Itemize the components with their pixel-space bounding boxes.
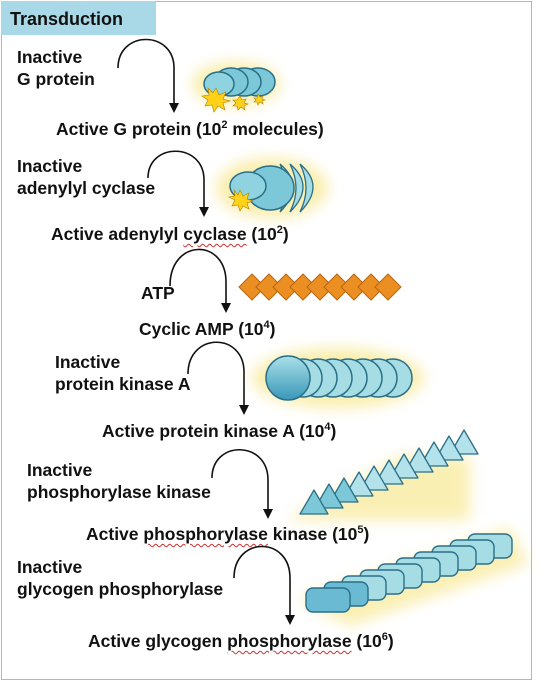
kinase-triangle xyxy=(374,459,404,485)
label-text: (10 xyxy=(351,631,382,651)
protein-kinase-a-icon xyxy=(252,348,424,408)
label-line: phosphorylase kinase xyxy=(27,482,211,502)
label-text: ) xyxy=(330,421,337,441)
label-text: Active G protein (10 xyxy=(56,119,222,139)
arrow-3 xyxy=(169,248,231,313)
label-line: Inactive xyxy=(17,156,83,176)
arrow-5 xyxy=(211,448,273,519)
spellcheck-word: phosphorylase xyxy=(227,631,352,651)
kinase-triangle xyxy=(314,483,344,509)
label-text: Active adenylyl xyxy=(51,224,184,244)
label-line: adenylyl cyclase xyxy=(17,178,156,198)
kinase-triangle xyxy=(359,465,389,491)
label-text: Cyclic AMP (10 xyxy=(139,319,264,339)
kinase-triangle xyxy=(389,453,419,479)
step-5-active-label: Active phosphorylase kinase (105) xyxy=(86,523,369,545)
step-arrows xyxy=(117,38,295,625)
label-text: kinase (10 xyxy=(267,524,358,544)
arrow-2 xyxy=(147,150,209,217)
phosphorylase-kinase-icon xyxy=(286,429,479,520)
label-text: ) xyxy=(387,631,394,651)
exponent: 5 xyxy=(357,524,364,536)
phosphorylase-unit xyxy=(305,587,351,613)
exponent: 6 xyxy=(381,631,388,643)
kinase-triangle xyxy=(419,441,449,467)
g-protein-icon xyxy=(192,62,280,113)
adenylyl-cyclase-icon xyxy=(216,158,328,218)
label-line: ATP xyxy=(141,283,175,303)
label-line: glycogen phosphorylase xyxy=(17,579,224,599)
label-line: Inactive xyxy=(27,460,93,480)
kinase-triangle xyxy=(434,435,464,461)
label-line: Inactive xyxy=(17,557,83,577)
exponent: 2 xyxy=(276,224,283,236)
kinase-triangle xyxy=(329,477,359,503)
label-text: Active glycogen xyxy=(88,631,228,651)
kinase-subunit xyxy=(265,355,311,401)
label-line: protein kinase A xyxy=(55,374,191,394)
exponent: 2 xyxy=(221,119,228,131)
arrow-6 xyxy=(233,545,295,625)
label-line: G protein xyxy=(17,69,95,89)
cyclic-amp-icon xyxy=(238,273,402,301)
label-text: ) xyxy=(282,224,289,244)
kinase-triangle xyxy=(404,447,434,473)
step-1-active-label: Active G protein (102 molecules) xyxy=(56,118,324,140)
label-text: Active xyxy=(86,524,144,544)
diagram-title: Transduction xyxy=(10,9,124,29)
step-3-inactive-label: ATP xyxy=(141,282,175,304)
arrow-1 xyxy=(117,38,179,113)
step-6-active-label: Active glycogen phosphorylase (106) xyxy=(88,630,394,652)
step-2-active-label: Active adenylyl cyclase (102) xyxy=(51,223,289,245)
arrow-4 xyxy=(187,341,249,415)
exponent: 4 xyxy=(263,319,270,331)
label-text: ) xyxy=(363,524,370,544)
glycogen-phosphorylase-icon xyxy=(298,528,528,626)
step-3-active-label: Cyclic AMP (104) xyxy=(139,318,275,340)
step-4-active-label: Active protein kinase A (104) xyxy=(102,420,336,442)
label-line: Inactive xyxy=(17,47,83,67)
kinase-triangle xyxy=(449,429,479,455)
label-text: (10 xyxy=(246,224,277,244)
label-line: Inactive xyxy=(55,352,121,372)
exponent: 4 xyxy=(324,421,331,433)
label-text: Active protein kinase A (10 xyxy=(102,421,325,441)
spellcheck-word: cyclase xyxy=(183,224,247,244)
label-text: ) xyxy=(269,319,276,339)
kinase-triangle xyxy=(299,489,329,515)
spellcheck-word: phosphorylase xyxy=(143,524,268,544)
kinase-triangle xyxy=(344,471,374,497)
label-text: molecules) xyxy=(227,119,324,139)
camp-diamond xyxy=(374,273,402,301)
title-bar xyxy=(1,1,156,35)
